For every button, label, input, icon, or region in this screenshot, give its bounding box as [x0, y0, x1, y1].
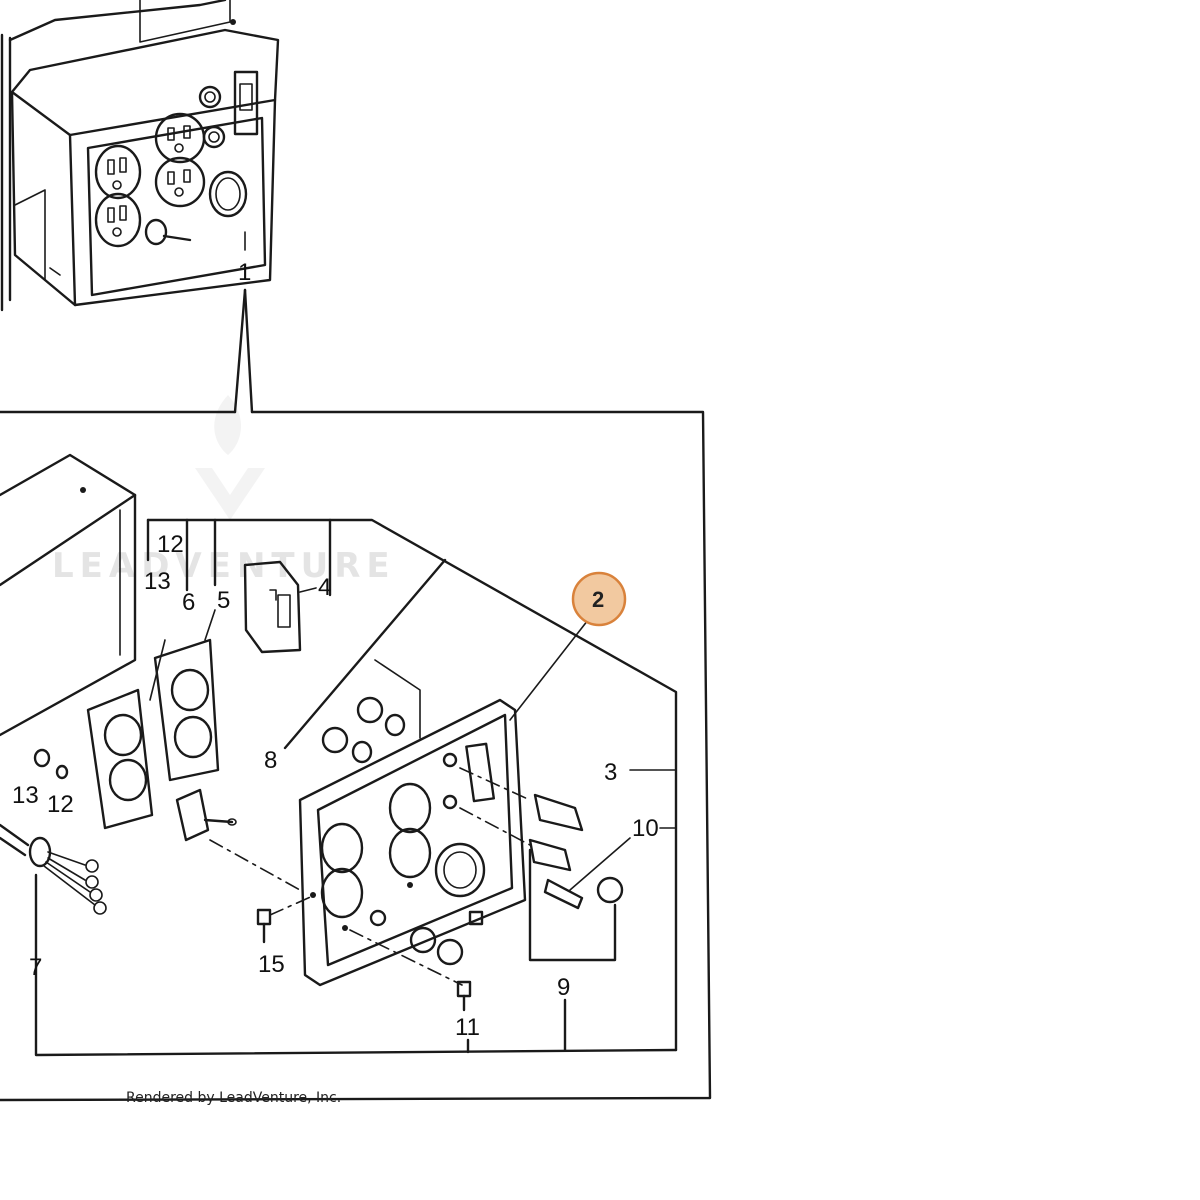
callout-12-top[interactable]: 12: [157, 531, 184, 558]
bracket-lines: [34, 518, 678, 1057]
fuse-holder: [202, 125, 226, 149]
outlet-plate-6: [86, 639, 166, 830]
callout-8[interactable]: 8: [264, 747, 277, 774]
callout-1[interactable]: 1: [238, 259, 251, 286]
callout-7[interactable]: 7: [29, 954, 42, 981]
callout-2[interactable]: 2: [592, 587, 604, 612]
outlet-top-left: [94, 144, 142, 200]
callout-12-bottom[interactable]: 12: [47, 791, 74, 818]
outlet-bottom-left: [94, 192, 142, 248]
switch-part-4: [243, 560, 317, 654]
indicator-lamp: [198, 85, 222, 109]
callout-13-bottom[interactable]: 13: [12, 782, 39, 809]
toggle-switch-top: [144, 218, 192, 246]
control-box-assembled: [0, 0, 280, 414]
outlet-top-center: [154, 112, 206, 164]
callout-4[interactable]: 4: [318, 574, 331, 601]
breaker-knob: [208, 170, 248, 218]
outlet-plate-5: [153, 609, 220, 782]
switch-plate: [233, 70, 259, 136]
callout-2-leader: [509, 619, 589, 721]
exploded-view-frame: [0, 410, 712, 1102]
callout-13-top[interactable]: 13: [144, 568, 171, 595]
watermark-text: LEADVENTURE: [52, 546, 396, 586]
screw-15: [256, 894, 316, 944]
callout-15[interactable]: 15: [258, 951, 285, 978]
credit-line: Rendered by LeadVenture, Inc.: [126, 1090, 341, 1106]
callout-5[interactable]: 5: [217, 587, 230, 614]
highlight-badge: [571, 571, 627, 627]
screw-11: [349, 910, 484, 1012]
watermark-logo: [195, 395, 265, 520]
front-panel: [298, 698, 527, 987]
callout-9[interactable]: 9: [557, 974, 570, 1001]
callout-3[interactable]: 3: [604, 759, 617, 786]
wire-harness-7: [0, 823, 107, 915]
lamp-and-fuse: [459, 767, 584, 910]
callout-6[interactable]: 6: [182, 589, 195, 616]
housing: [0, 453, 137, 737]
nuts-and-washers: [33, 659, 624, 966]
callout-11[interactable]: 11: [455, 1014, 480, 1041]
toggle-switch-8: [175, 788, 301, 891]
callout-10[interactable]: 10: [632, 815, 659, 842]
outlet-bottom-center: [154, 156, 206, 208]
